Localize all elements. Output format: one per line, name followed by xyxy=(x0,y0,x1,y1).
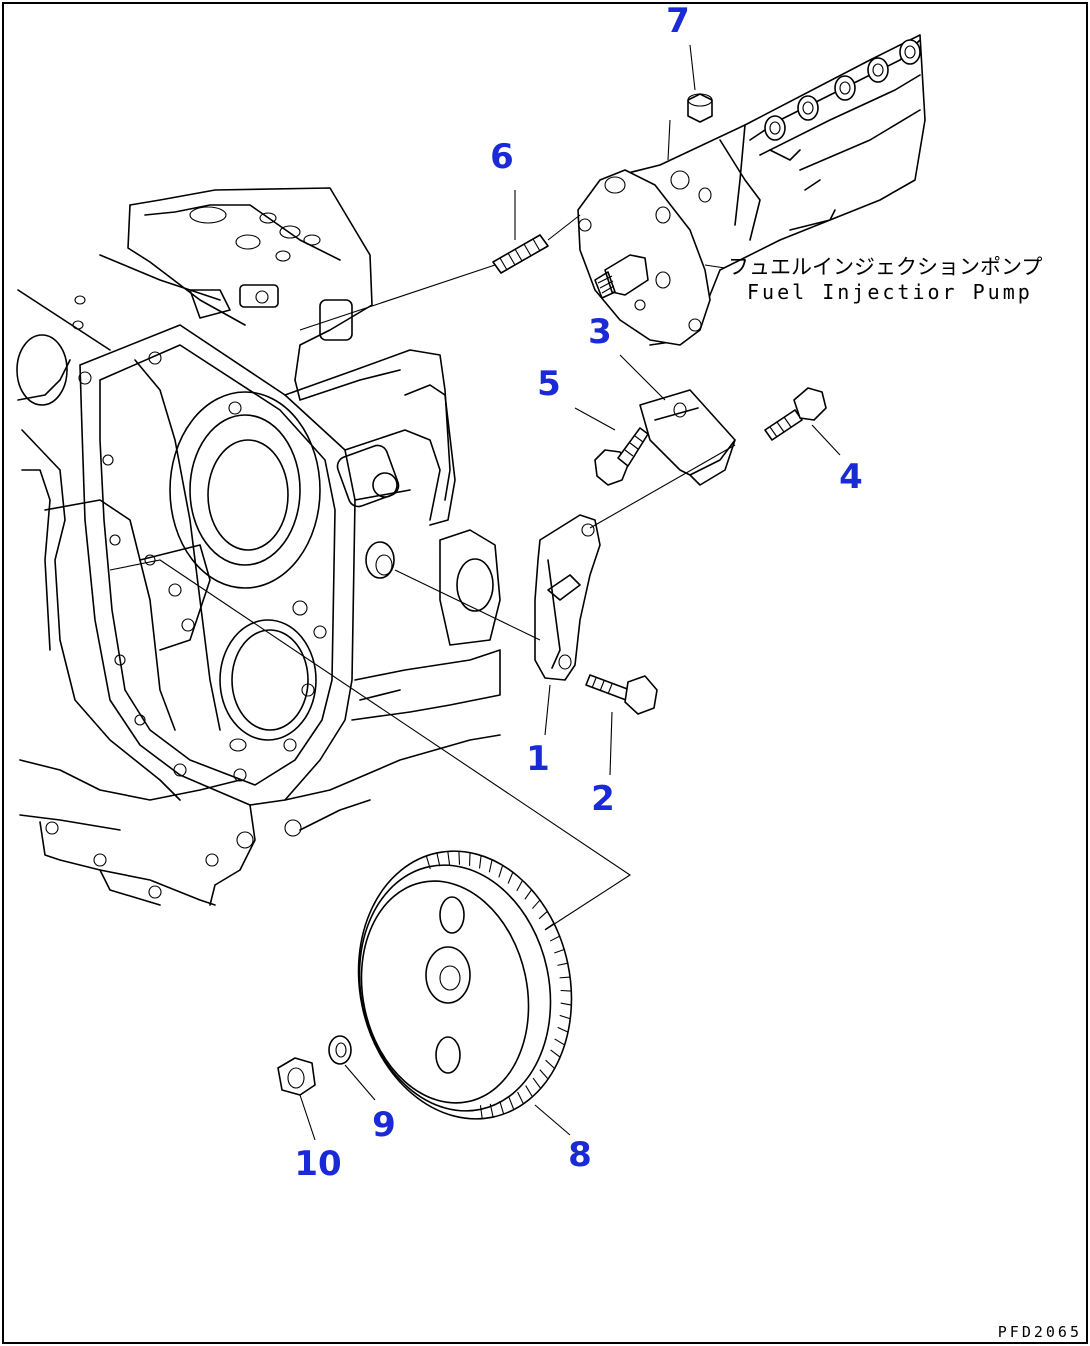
part-1-support xyxy=(534,514,601,681)
pump-label-english: Fuel Injectior Pump xyxy=(747,280,1033,304)
part-6-stud xyxy=(492,214,581,274)
part-8-gear xyxy=(357,850,573,1120)
gear-tooth xyxy=(549,935,560,942)
gear-tooth xyxy=(488,859,493,873)
gear-tooth xyxy=(489,1103,494,1118)
gear-tooth xyxy=(554,948,565,954)
callout-2: 2 xyxy=(591,779,615,819)
callout-8: 8 xyxy=(568,1135,592,1175)
gear-tooth xyxy=(532,1077,542,1089)
gear-tooth xyxy=(498,865,504,878)
gear-tooth xyxy=(557,962,568,966)
callout-3: 3 xyxy=(588,312,612,352)
gear-tooth xyxy=(517,1091,524,1105)
part-3-bracket xyxy=(639,389,736,486)
gear-tooth xyxy=(425,855,431,870)
gear-tooth xyxy=(559,1014,571,1020)
gear-tooth xyxy=(468,852,471,866)
gear-tooth xyxy=(524,889,533,900)
gear-tooth xyxy=(479,1105,483,1119)
gear-tooth xyxy=(458,851,461,865)
callout-4: 4 xyxy=(839,457,863,497)
gear-tooth xyxy=(499,1100,505,1115)
part-10-nut xyxy=(277,1057,316,1096)
part-7-nut xyxy=(667,93,713,161)
gear-tooth xyxy=(559,976,571,979)
callout-numbers: 7 6 3 5 4 1 2 8 9 10 xyxy=(294,1,863,1184)
gear-tooth xyxy=(539,1069,549,1080)
fuel-injection-pump xyxy=(577,34,926,346)
gear-tooth xyxy=(554,1038,565,1046)
alignment-lines xyxy=(109,264,736,931)
gear-tooth xyxy=(516,880,524,892)
pump-label: フュエルインジェクションポンプ Fuel Injectior Pump xyxy=(704,255,1042,304)
gear-tooth xyxy=(478,855,482,869)
callout-9: 9 xyxy=(372,1105,396,1145)
part-5-bolt xyxy=(594,427,649,486)
gear-tooth xyxy=(557,1026,569,1033)
callout-1: 1 xyxy=(526,739,550,779)
gear-tooth xyxy=(545,1059,555,1069)
engine-block xyxy=(16,187,501,906)
gear-tooth xyxy=(508,1096,515,1110)
gear-tooth xyxy=(550,1049,561,1058)
gear-tooth xyxy=(538,910,548,920)
part-9-washer xyxy=(328,1035,352,1065)
callout-6: 6 xyxy=(490,137,514,177)
gear-teeth xyxy=(425,851,572,1119)
callout-5: 5 xyxy=(537,364,561,404)
pump-label-japanese: フュエルインジェクションポンプ xyxy=(728,255,1042,279)
part-4-bolt xyxy=(764,387,827,441)
callout-7: 7 xyxy=(666,1,690,41)
gear-tooth xyxy=(436,852,441,867)
callout-10: 10 xyxy=(294,1144,341,1184)
part-2-bolt xyxy=(585,674,658,715)
leader-lines xyxy=(299,44,841,1141)
gear-tooth xyxy=(560,989,572,992)
gear-tooth xyxy=(447,851,451,865)
gear-tooth xyxy=(525,1085,533,1098)
gear-tooth xyxy=(507,872,514,884)
drawing-code: PFD2065 xyxy=(998,1323,1082,1341)
gear-tooth xyxy=(560,1002,572,1006)
gear-tooth xyxy=(532,899,541,909)
